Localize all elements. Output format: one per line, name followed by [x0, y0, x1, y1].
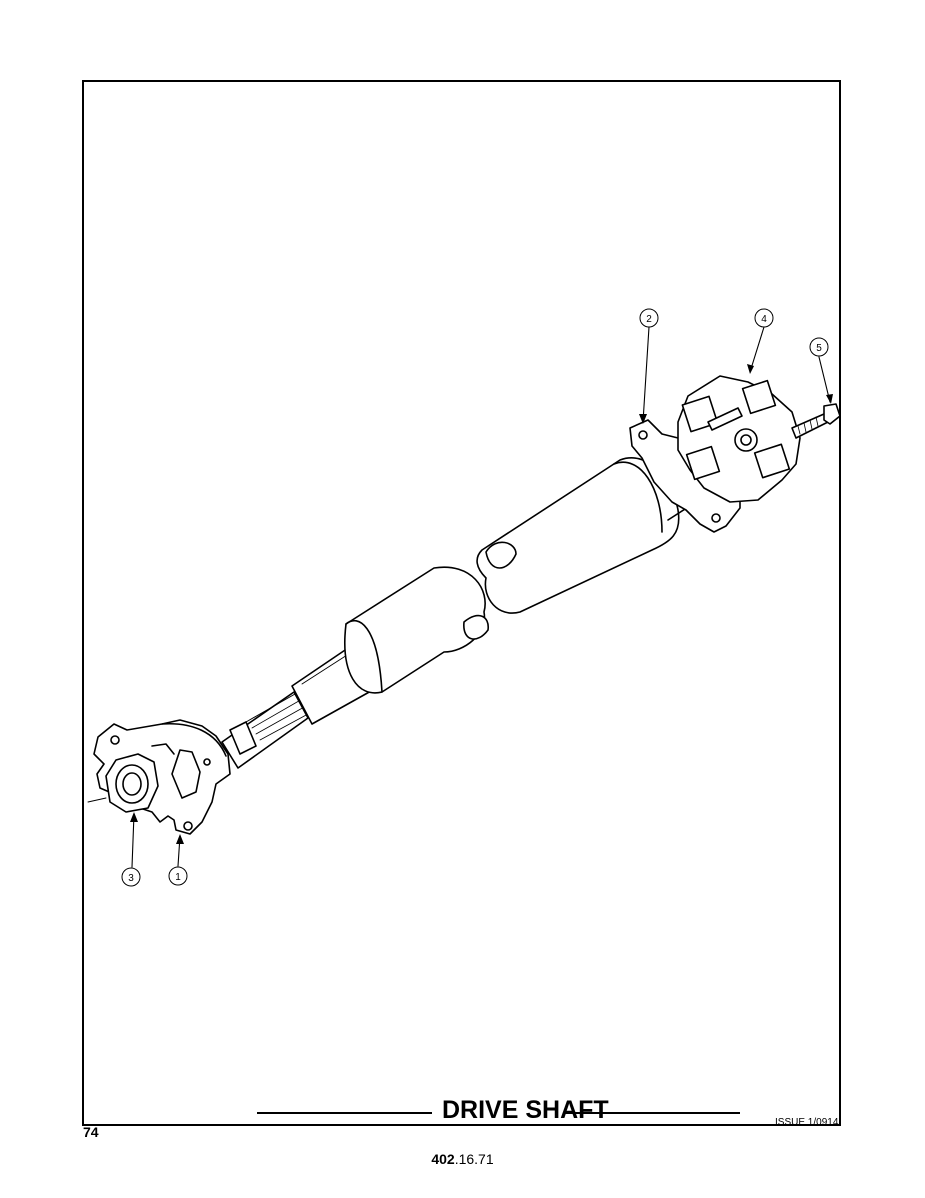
- coupling-bolt-part: [707, 403, 839, 439]
- drive-shaft-diagram: 2 4 5 3 1: [87, 308, 839, 887]
- callout-2-circle: [639, 308, 659, 328]
- flexible-coupling-part: [677, 375, 801, 503]
- callout-3-label: 3: [128, 873, 134, 884]
- splined-shaft: [221, 643, 381, 769]
- callout-4-label: 4: [761, 314, 767, 325]
- flange-yoke-part: [93, 719, 231, 835]
- page-title: DRIVE SHAFT: [442, 1096, 609, 1124]
- callout-5-label: 5: [816, 343, 822, 354]
- callout-4-circle: [754, 308, 774, 328]
- title-row: DRIVE SHAFT: [82, 1096, 841, 1130]
- callout-5-circle: [809, 337, 829, 357]
- part-number: 402.16.71: [0, 1151, 925, 1167]
- page-number: 74: [83, 1124, 99, 1140]
- callout-1-circle: [168, 866, 188, 886]
- slip-tube: [344, 566, 489, 694]
- callout-3-circle: [121, 867, 141, 887]
- part-number-bold: 402: [431, 1151, 455, 1167]
- title-rule-right: [565, 1112, 740, 1114]
- callout-1-label: 1: [175, 872, 181, 883]
- callout-arrowheads: [130, 364, 833, 844]
- title-rule-left: [257, 1112, 432, 1114]
- flange-nut-part: [87, 753, 159, 813]
- page-frame: 2 4 5 3 1: [82, 80, 841, 1126]
- part-number-rest: .16.71: [454, 1151, 494, 1167]
- issue-label: ISSUE 1/0914: [775, 1117, 839, 1128]
- callout-2-label: 2: [646, 314, 652, 325]
